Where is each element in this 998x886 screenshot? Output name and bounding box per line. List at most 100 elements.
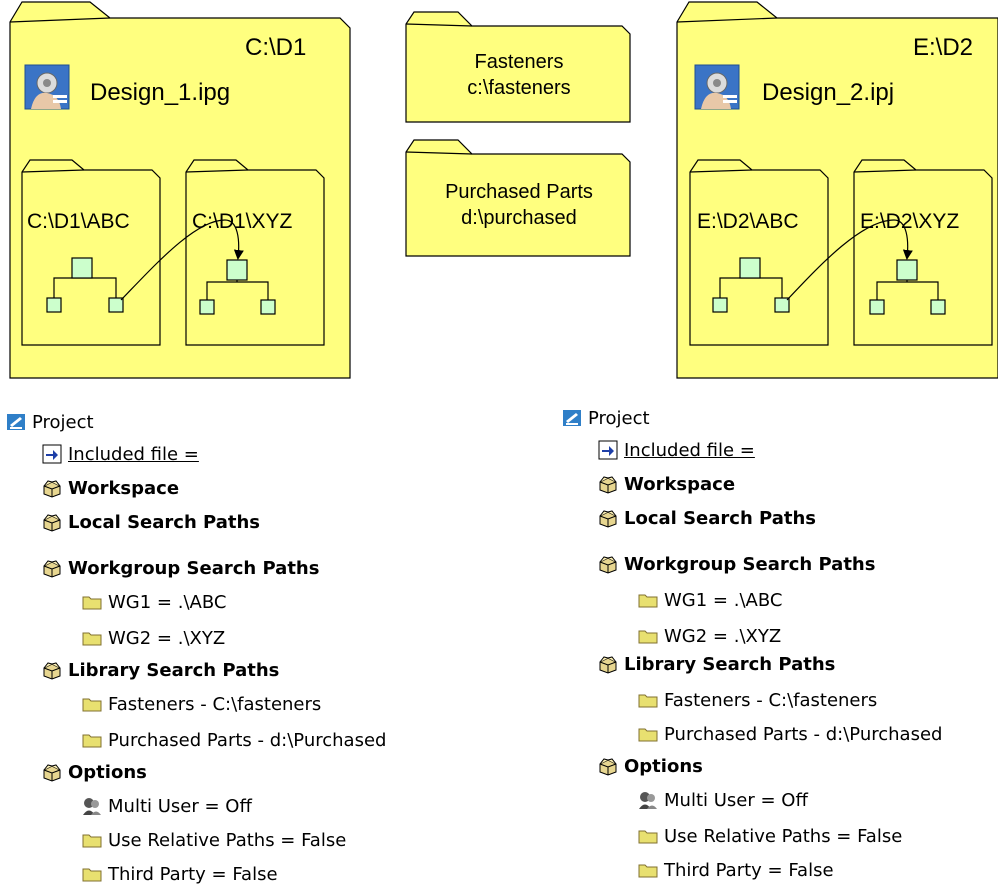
workgroup-path-label: E:\D2\ABC [697, 210, 799, 233]
tree-label: Workgroup Search Paths [68, 557, 320, 579]
hierarchy-node [71, 257, 93, 279]
project-folder-d1: C:\D1 Design_1.ipg C:\D1\ABC C:\D1\XYZ [9, 1, 351, 379]
workgroup-path-label: E:\D2\XYZ [860, 210, 959, 233]
open-box-icon [42, 660, 62, 680]
library-folder-purchased: Purchased Parts d:\purchased [405, 139, 631, 257]
tree-label: WG1 = .\ABC [108, 591, 227, 613]
tree-item-options[interactable]: Options [598, 754, 703, 778]
tree-label: Multi User = Off [108, 795, 252, 817]
tree-item-included-file[interactable]: Included file = [42, 442, 199, 466]
design-file-label: Design_2.ipj [762, 79, 894, 106]
tree-label: WG1 = .\ABC [664, 589, 783, 611]
tree-root-project[interactable]: Project [6, 410, 94, 434]
tree-label: Third Party = False [108, 863, 278, 885]
folder-icon [82, 694, 102, 714]
tree-label: Use Relative Paths = False [108, 829, 347, 851]
design-app-icon [24, 64, 70, 110]
hierarchy-node [46, 297, 62, 313]
tree-item-lib-fasteners[interactable]: Fasteners - C:\fasteners [82, 692, 321, 716]
tree-item-lib-purchased[interactable]: Purchased Parts - d:\Purchased [638, 722, 942, 746]
tree-item-local-search-paths[interactable]: Local Search Paths [598, 506, 816, 530]
tree-item-third-party[interactable]: Third Party = False [638, 858, 834, 882]
hierarchy-node [199, 299, 215, 315]
tree-item-relative-paths[interactable]: Use Relative Paths = False [82, 828, 346, 852]
folder-icon [82, 592, 102, 612]
tree-item-wg1[interactable]: WG1 = .\ABC [638, 588, 782, 612]
tree-item-workgroup-search-paths[interactable]: Workgroup Search Paths [598, 552, 875, 576]
hierarchy-node [712, 297, 728, 313]
open-box-icon [42, 558, 62, 578]
tree-label: Library Search Paths [624, 653, 836, 675]
hierarchy-abc [712, 257, 790, 313]
open-box-icon [42, 478, 62, 498]
tree-root-project[interactable]: Project [562, 406, 650, 430]
library-folder-fasteners: Fasteners c:\fasteners [405, 11, 631, 123]
workgroup-path-label: C:\D1\XYZ [192, 210, 293, 233]
tree-label: Options [68, 761, 147, 783]
users-icon [638, 790, 658, 810]
tree-label: Project [588, 407, 650, 429]
project-icon [6, 412, 26, 432]
tree-item-workgroup-search-paths[interactable]: Workgroup Search Paths [42, 556, 319, 580]
hierarchy-node [896, 259, 918, 281]
hierarchy-abc [46, 257, 124, 313]
tree-item-wg2[interactable]: WG2 = .\XYZ [82, 626, 225, 650]
folder-icon [638, 590, 658, 610]
hierarchy-node [226, 259, 248, 281]
open-box-icon [598, 474, 618, 494]
tree-item-included-file[interactable]: Included file = [598, 438, 755, 462]
project-icon [562, 408, 582, 428]
tree-label: Use Relative Paths = False [664, 825, 903, 847]
tree-item-multi-user[interactable]: Multi User = Off [82, 794, 252, 818]
included-file-icon [598, 440, 618, 460]
tree-label: Workspace [68, 477, 180, 499]
folder-icon [82, 830, 102, 850]
tree-item-relative-paths[interactable]: Use Relative Paths = False [638, 824, 902, 848]
tree-item-third-party[interactable]: Third Party = False [82, 862, 278, 886]
tree-item-workspace[interactable]: Workspace [598, 472, 735, 496]
tree-label: Project [32, 411, 94, 433]
open-box-icon [598, 756, 618, 776]
tree-label: Local Search Paths [624, 507, 817, 529]
tree-item-lib-fasteners[interactable]: Fasteners - C:\fasteners [638, 688, 877, 712]
tree-label: WG2 = .\XYZ [664, 625, 782, 647]
tree-label: Purchased Parts - d:\Purchased [664, 723, 943, 745]
reference-arrow [786, 219, 913, 301]
tree-item-wg1[interactable]: WG1 = .\ABC [82, 590, 226, 614]
hierarchy-node [930, 299, 946, 315]
tree-item-multi-user[interactable]: Multi User = Off [638, 788, 808, 812]
open-box-icon [42, 762, 62, 782]
hierarchy-xyz [869, 259, 946, 315]
tree-label: Included file = [68, 443, 199, 465]
folder-icon [638, 690, 658, 710]
workgroup-folder-xyz: C:\D1\XYZ [185, 159, 325, 346]
tree-item-library-search-paths[interactable]: Library Search Paths [598, 652, 835, 676]
workgroup-path-label: C:\D1\ABC [27, 210, 130, 233]
design-app-icon [694, 64, 740, 110]
tree-label: Workspace [624, 473, 736, 495]
folder-icon [82, 628, 102, 648]
tree-label: Included file = [624, 439, 755, 461]
tree-item-options[interactable]: Options [42, 760, 147, 784]
tree-item-local-search-paths[interactable]: Local Search Paths [42, 510, 260, 534]
workgroup-folder-abc: C:\D1\ABC [21, 159, 161, 346]
tree-item-wg2[interactable]: WG2 = .\XYZ [638, 624, 781, 648]
library-path: d:\purchased [461, 207, 577, 229]
hierarchy-node [774, 297, 790, 313]
tree-item-library-search-paths[interactable]: Library Search Paths [42, 658, 279, 682]
tree-item-workspace[interactable]: Workspace [42, 476, 179, 500]
design-file-label: Design_1.ipg [90, 79, 230, 106]
folder-icon [638, 860, 658, 880]
open-box-icon [598, 554, 618, 574]
library-name: Purchased Parts [445, 181, 593, 203]
open-box-icon [42, 512, 62, 532]
tree-label: Multi User = Off [664, 789, 808, 811]
workgroup-folder-xyz: E:\D2\XYZ [853, 159, 993, 346]
hierarchy-xyz [199, 259, 276, 315]
tree-item-lib-purchased[interactable]: Purchased Parts - d:\Purchased [82, 728, 386, 752]
folder-icon [638, 724, 658, 744]
hierarchy-node [869, 299, 885, 315]
folder-icon [638, 826, 658, 846]
tree-label: Library Search Paths [68, 659, 280, 681]
workgroup-folder-abc: E:\D2\ABC [689, 159, 829, 346]
